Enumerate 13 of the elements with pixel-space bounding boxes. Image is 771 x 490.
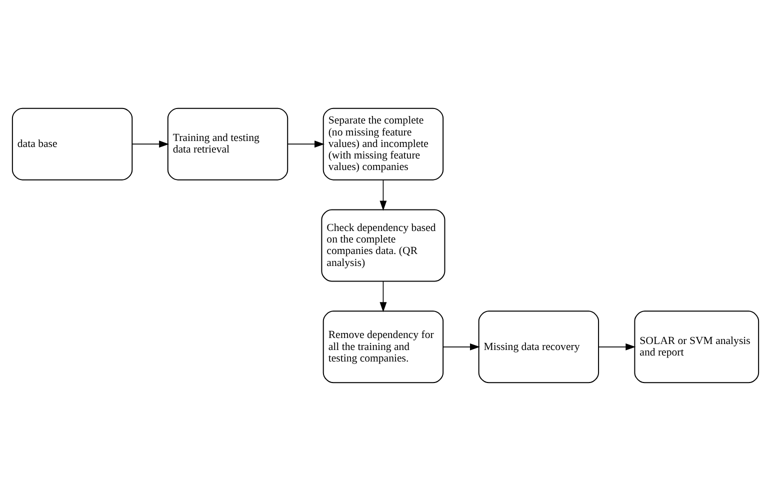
node-box: Missing data recovery <box>478 310 600 383</box>
node-box: Training and testing data retrieval <box>167 107 288 180</box>
arrow <box>287 140 324 148</box>
node-box: Check dependency based on the complete companies data. (QR analysis) <box>321 208 446 282</box>
arrow <box>380 179 387 210</box>
arrow <box>132 140 170 148</box>
arrow <box>442 342 480 350</box>
node-box: data base <box>12 107 133 180</box>
node-box: Remove dependency for all the training and testing companies. <box>322 310 444 383</box>
node-box: SOLAR or SVM analysis and report <box>634 310 760 383</box>
arrow <box>380 280 387 312</box>
node-box: Separate the complete (no missing feature values) and incomplete (with missing feature values) companies <box>322 107 444 180</box>
arrow <box>598 342 636 350</box>
